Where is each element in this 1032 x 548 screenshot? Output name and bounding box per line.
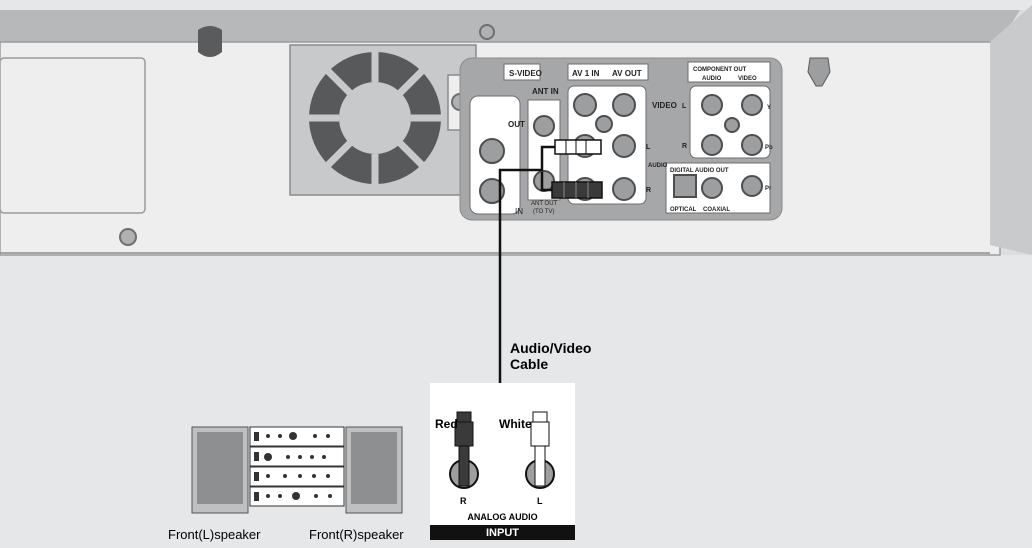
receiver-input-panel: [430, 383, 575, 540]
front-left-speaker-label: Front(L)speaker: [168, 527, 261, 542]
input-label: INPUT: [486, 527, 519, 539]
ground-terminal-icon: [807, 57, 831, 87]
receiver-r-label: R: [460, 496, 467, 506]
out-label: OUT: [508, 120, 525, 129]
component-audio-label: AUDIO: [702, 76, 722, 82]
red-plug-top-icon: [456, 411, 472, 423]
av1-in-label: AV 1 IN: [572, 69, 600, 78]
component-l-mark: L: [682, 103, 687, 110]
video-label: VIDEO: [652, 101, 677, 110]
device-audio-plugs: [551, 139, 603, 199]
white-plug-top-icon: [532, 411, 548, 423]
audio-label: AUDIO: [648, 163, 668, 169]
red-plug-icon: [551, 181, 603, 199]
svideo-label: S-VIDEO: [509, 69, 542, 78]
component-y-mark: Y: [767, 105, 771, 111]
component-out-label: COMPONENT OUT: [693, 67, 747, 73]
receiver-l-label: L: [537, 496, 543, 506]
coaxial-label: COAXIAL: [703, 207, 730, 213]
device-rear-panel: [0, 5, 1032, 256]
optical-label: OPTICAL: [670, 207, 697, 213]
to-tv-label: (TO TV): [533, 209, 554, 215]
mount-hole-icon: [198, 26, 222, 57]
av-out-label: AV OUT: [612, 69, 642, 78]
red-plug-label: Red: [435, 417, 458, 431]
panel-labels: S-VIDEO OUT IN ANT IN ANT OUT (TO TV) AV…: [508, 67, 773, 216]
optical-jack-icon: [673, 174, 697, 198]
fan-icon: [289, 44, 477, 196]
white-plug-label: White: [499, 417, 532, 431]
ant-in-label: ANT IN: [532, 87, 559, 96]
screw-icon: [119, 228, 137, 246]
cable-label-line1: Audio/Video: [510, 340, 592, 356]
white-plug-icon: [554, 139, 602, 155]
panel-r-mark: R: [646, 187, 651, 194]
screw-icon: [479, 24, 495, 40]
ant-out-label: ANT OUT: [531, 201, 558, 207]
front-right-speaker-label: Front(R)speaker: [309, 527, 404, 542]
cable-label-line2: Cable: [510, 356, 549, 372]
component-r-mark: R: [682, 143, 687, 150]
panel-l-mark: L: [646, 144, 651, 151]
in-label: IN: [515, 207, 523, 216]
speaker-system: [191, 426, 403, 514]
component-pr-mark: Pr: [765, 186, 772, 192]
component-pb-mark: Pb: [765, 145, 773, 151]
analog-audio-label: ANALOG AUDIO: [467, 512, 538, 522]
component-video-label: VIDEO: [738, 76, 757, 82]
digital-audio-out-label: DIGITAL AUDIO OUT: [670, 168, 729, 174]
